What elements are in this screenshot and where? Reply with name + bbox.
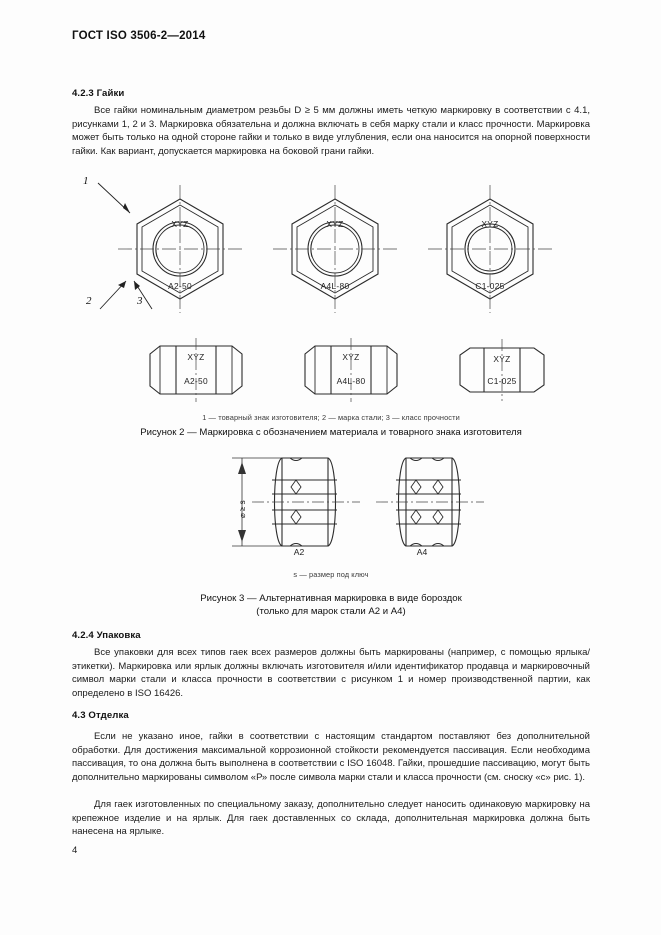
figure-2-legend: 1 — товарный знак изготовителя; 2 — марк… — [202, 413, 460, 422]
nut-1-brand: XYZ — [171, 219, 189, 229]
callout-3: 3 — [137, 295, 143, 307]
page-number: 4 — [72, 845, 78, 856]
section-heading-424: 4.2.4 Упаковка — [72, 630, 141, 641]
nut-3-grade: C1-025 — [475, 281, 505, 291]
figure-3-caption-line1: Рисунок 3 — Альтернативная маркировка в … — [200, 593, 462, 604]
page-content: ГОСТ ISO 3506-2—2014 4.2.3 Гайки Все гай… — [72, 0, 590, 935]
nut-3-brand: XYZ — [481, 219, 499, 229]
figure-3-caption-line2: (только для марок стали А2 и А4) — [256, 606, 406, 617]
figure-3-label-a4: A4 — [416, 547, 428, 557]
section-heading-423: 4.2.3 Гайки — [72, 88, 125, 99]
figure-2-side-views: XYZ A2-50 XYZ A4L-80 XYZ C1-025 — [72, 338, 590, 402]
figure-2-top-views: 1 2 3 — [72, 175, 590, 325]
section-body-43: Если не указано иное, гайки в соответств… — [72, 731, 590, 783]
figure-3-dimension-label: ⌀ ≥ s — [238, 500, 247, 518]
side-nut-2-grade: A4L-80 — [336, 376, 366, 386]
figure-3-legend: s — размер под ключ — [293, 570, 369, 579]
section-body-43-second: Для гаек изготовленных по специальному з… — [72, 799, 590, 838]
nut-2-grade: A4L-80 — [320, 281, 350, 291]
nut-2-brand: XYZ — [326, 219, 344, 229]
callout-1: 1 — [83, 175, 89, 187]
callout-2: 2 — [86, 295, 92, 307]
side-nut-1-grade: A2-50 — [184, 376, 208, 386]
section-body-424: Все упаковки для всех типов гаек всех ра… — [72, 647, 590, 699]
figure-3-drawings: ⌀ ≥ s A2 A4 — [72, 452, 590, 557]
section-body-423: Все гайки номинальным диаметром резьбы D… — [72, 105, 590, 157]
nut-1-grade: A2-50 — [168, 281, 192, 291]
section-heading-43: 4.3 Отделка — [72, 710, 129, 721]
side-nut-3-grade: C1-025 — [487, 376, 517, 386]
side-nut-2-brand: XYZ — [342, 352, 360, 362]
side-nut-3-brand: XYZ — [493, 354, 511, 364]
figure-3-groove-nuts — [232, 457, 484, 547]
figure-2-caption: Рисунок 2 — Маркировка с обозначением ма… — [140, 427, 522, 438]
figure-2-nut-drawings — [97, 182, 552, 313]
document-header: ГОСТ ISO 3506-2—2014 — [72, 30, 206, 42]
figure-2-side-drawings — [149, 338, 545, 402]
figure-3-label-a2: A2 — [293, 547, 305, 557]
side-nut-1-brand: XYZ — [187, 352, 205, 362]
